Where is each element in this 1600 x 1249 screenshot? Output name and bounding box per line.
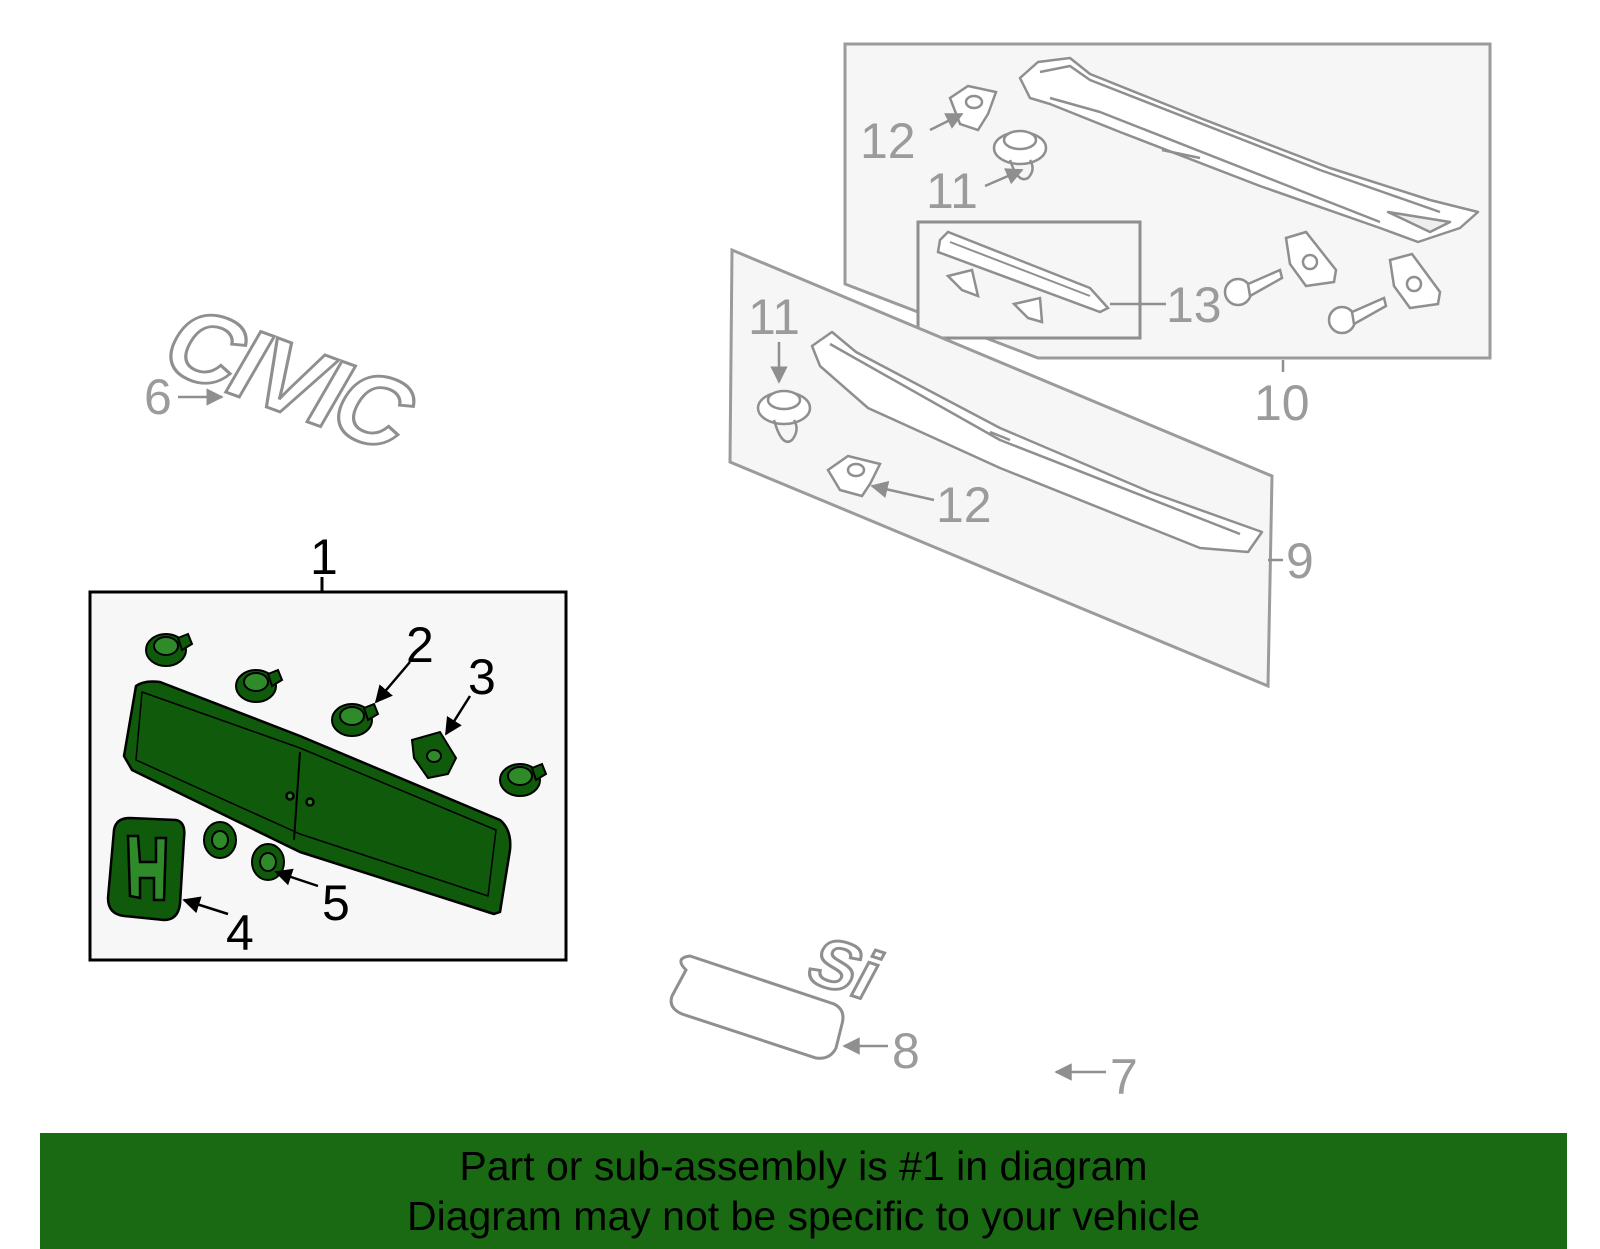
callout-5: 5 xyxy=(322,875,350,931)
clip-11-lower xyxy=(756,389,812,443)
honda-emblem xyxy=(106,816,186,922)
push-clip xyxy=(145,632,194,667)
clip-nut-3 xyxy=(410,730,458,780)
upper-trim-molding xyxy=(1018,56,1480,244)
assembly-13-box xyxy=(916,220,1142,340)
callout-numbers: 1 2 3 4 5 6 7 8 9 10 11 11 12 12 13 xyxy=(144,113,1314,1105)
callout-8: 8 xyxy=(892,1023,920,1079)
callout-11-lower: 11 xyxy=(748,289,800,345)
push-clip xyxy=(499,762,548,797)
assembly-10-panel xyxy=(843,42,1492,360)
push-clip xyxy=(331,702,380,737)
footer-banner: Part or sub-assembly is #1 in diagram Di… xyxy=(40,1133,1567,1249)
clip-12-lower xyxy=(826,454,882,498)
lower-trim-molding xyxy=(810,330,1264,554)
callout-11-upper: 11 xyxy=(926,163,978,219)
callout-7: 7 xyxy=(1110,1049,1138,1105)
callout-13: 13 xyxy=(1166,277,1222,333)
callout-2: 2 xyxy=(406,617,434,673)
civic-emblem: CIVIC xyxy=(143,286,436,472)
callout-4: 4 xyxy=(226,905,254,961)
callout-1: 1 xyxy=(310,529,338,585)
assembly-9-panel xyxy=(728,247,1274,689)
callout-9: 9 xyxy=(1286,533,1314,589)
fasteners-10 xyxy=(1223,230,1442,335)
footer-line-2: Diagram may not be specific to your vehi… xyxy=(406,1193,1200,1239)
callout-10: 10 xyxy=(1254,375,1310,431)
callout-12-upper: 12 xyxy=(860,113,916,169)
callout-6: 6 xyxy=(144,369,172,425)
callout-12-lower: 12 xyxy=(936,477,992,533)
callout-3: 3 xyxy=(468,649,496,705)
rear-garnish-panel xyxy=(122,680,512,916)
leader-lines xyxy=(178,112,1285,1081)
civic-emblem-lettering: CIVIC xyxy=(144,288,434,471)
push-clip xyxy=(235,668,284,703)
push-clips-2 xyxy=(145,632,548,797)
assembly-1-box xyxy=(88,577,568,962)
footer-line-1: Part or sub-assembly is #1 in diagram xyxy=(459,1143,1148,1189)
grommets-5 xyxy=(203,821,285,881)
parts-diagram: CIVIC HF Si xyxy=(88,42,1492,1105)
